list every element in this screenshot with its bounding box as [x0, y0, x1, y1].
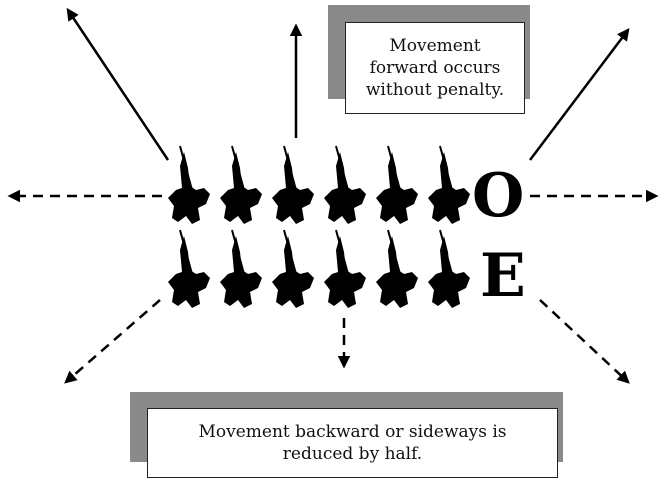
- soldier-icon: [272, 236, 314, 308]
- note-backward-box: Movement backward or sideways is reduced…: [147, 408, 558, 478]
- note-forward-box: Movement forward occurs without penalty.: [345, 22, 525, 114]
- soldier-figure: [272, 229, 314, 308]
- note-forward-text: Movement forward occurs without penalty.: [365, 36, 505, 100]
- soldier-icon: [428, 152, 470, 224]
- soldier-icon: [168, 236, 210, 308]
- soldier-icon: [272, 152, 314, 224]
- soldier-figure: [220, 145, 262, 224]
- formation-letter-o: O: [472, 161, 525, 231]
- soldier-icon: [324, 236, 366, 308]
- soldier-figure: [220, 229, 262, 308]
- arrow-forward-left: [66, 7, 170, 161]
- soldier-figure: [376, 145, 418, 224]
- soldier-figure: [428, 145, 470, 224]
- soldier-icon: [376, 152, 418, 224]
- arrow-backward-right: [539, 299, 630, 384]
- soldier-icon: [220, 152, 262, 224]
- arrow-backward-left: [64, 299, 161, 384]
- soldier-figure: [168, 145, 210, 224]
- soldier-icon: [168, 152, 210, 224]
- soldier-figure: [376, 229, 418, 308]
- soldier-icon: [220, 236, 262, 308]
- soldier-icon: [324, 152, 366, 224]
- soldier-figure: [324, 229, 366, 308]
- soldier-figure: [168, 229, 210, 308]
- soldier-figure: [272, 145, 314, 224]
- note-backward-text: Movement backward or sideways is reduced…: [198, 422, 507, 464]
- soldier-formation: [168, 145, 470, 308]
- soldier-icon: [376, 236, 418, 308]
- soldier-figure: [428, 229, 470, 308]
- arrow-forward-right: [529, 28, 630, 161]
- formation-letter-e: E: [480, 241, 526, 311]
- soldier-figure: [324, 145, 366, 224]
- soldier-icon: [428, 236, 470, 308]
